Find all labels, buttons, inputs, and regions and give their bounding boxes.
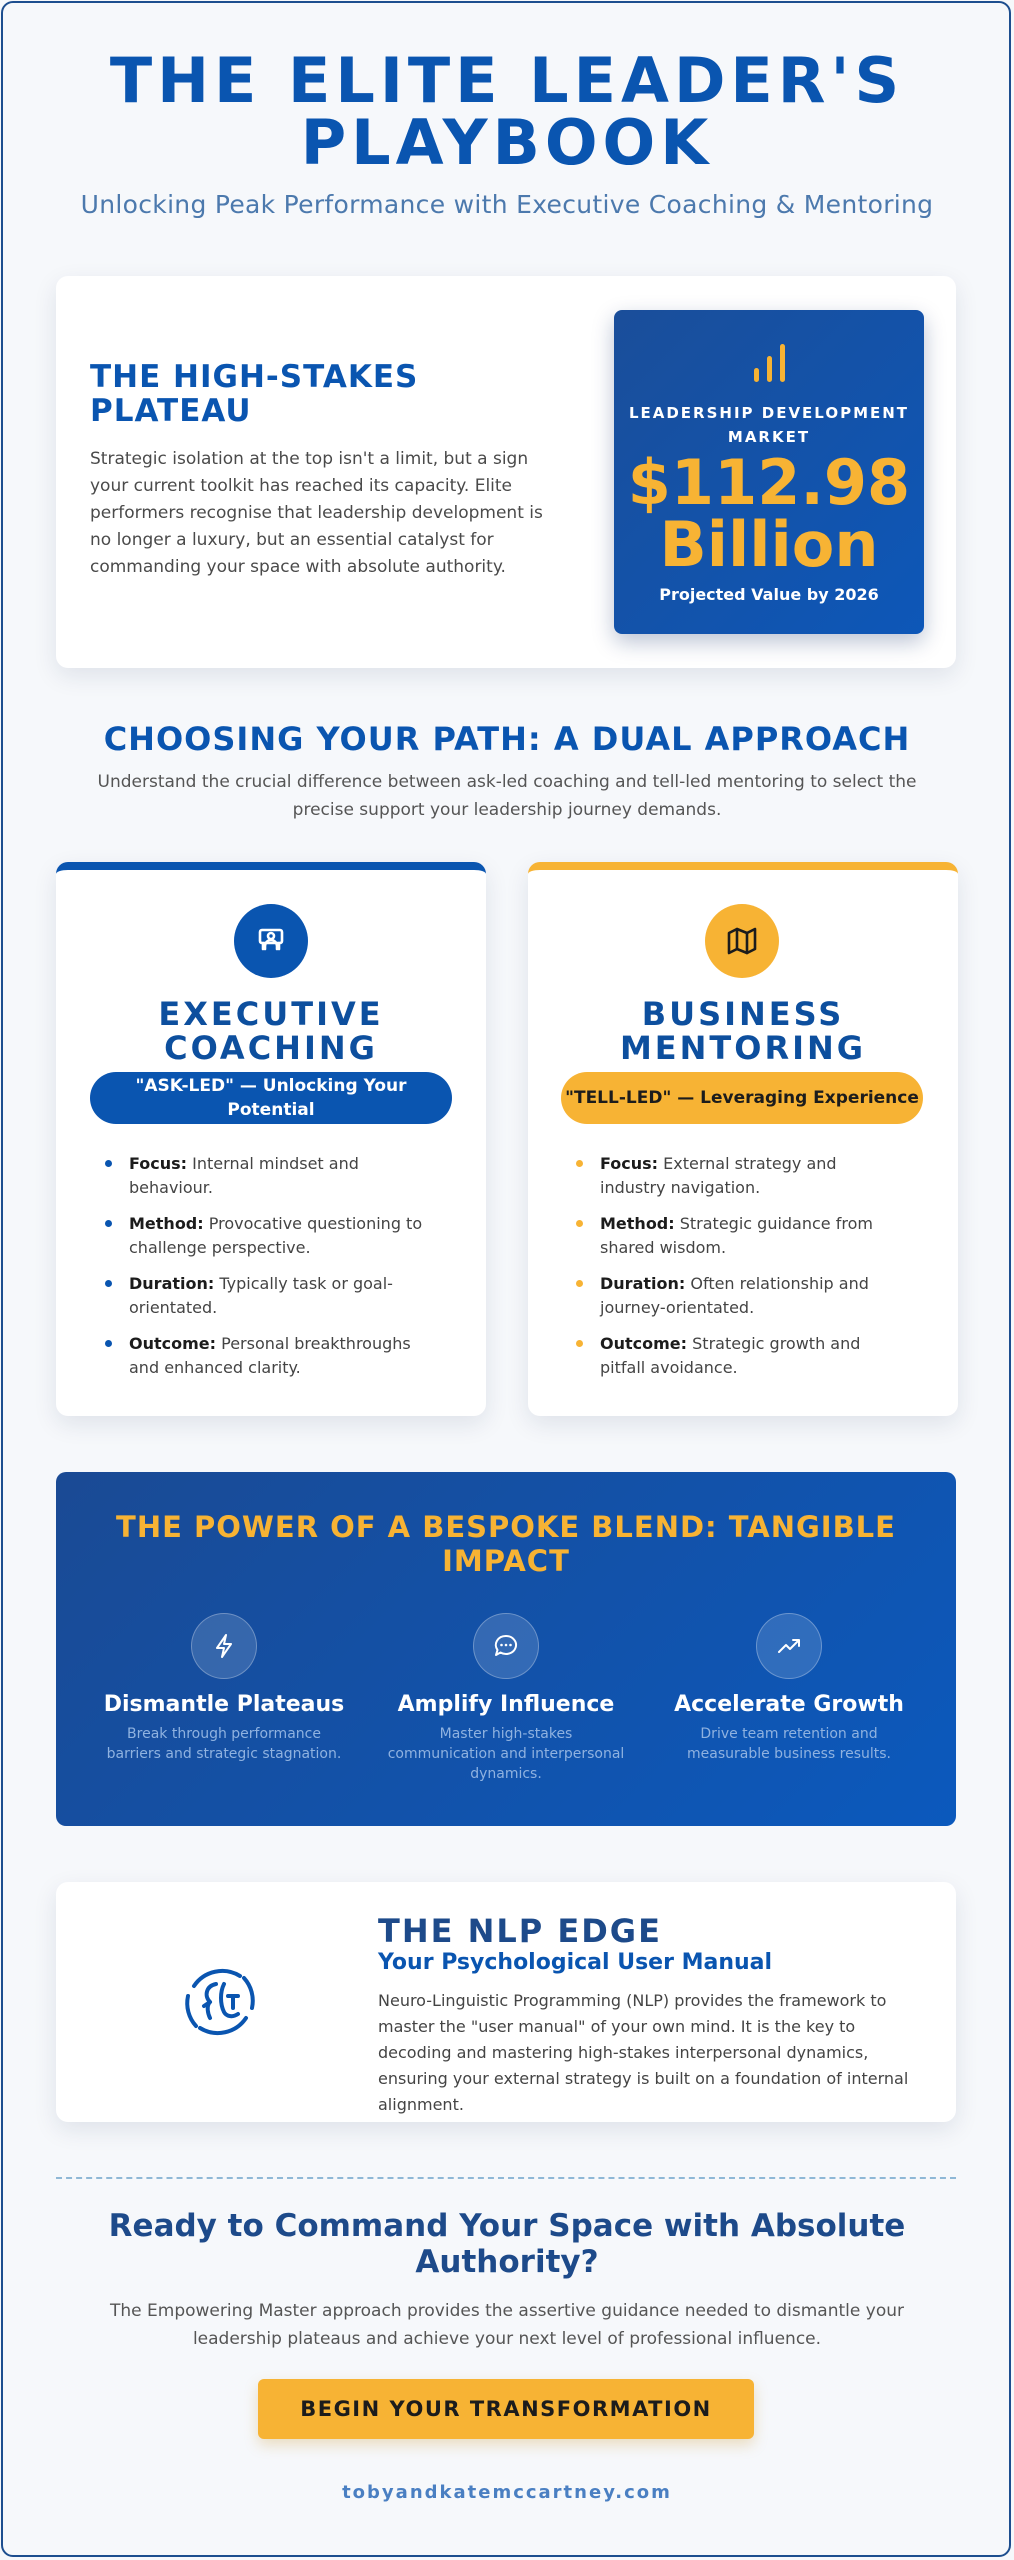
hero-subtitle: Unlocking Peak Performance with Executiv… <box>80 190 934 219</box>
path-body: Understand the crucial difference betwee… <box>97 772 917 820</box>
coaching-pill: "ASK-LED" — Unlocking Your Potential <box>90 1072 452 1124</box>
section-divider <box>56 2177 956 2179</box>
benefit-title: Accelerate Growth <box>674 1692 904 1717</box>
market-value-unit: Billion <box>659 508 879 581</box>
coaching-title-line1: EXECUTIVE <box>158 995 384 1033</box>
nlp-subheading: Your Psychological User Manual <box>378 1950 773 1975</box>
list-item: Duration: Typically task or goal-orienta… <box>105 1272 435 1320</box>
benefit-desc: Drive team retention and measurable busi… <box>687 1726 891 1762</box>
coaching-bullets: Focus: Internal mindset and behaviour. M… <box>105 1152 435 1392</box>
head-profile-icon <box>180 1962 260 2042</box>
list-item: Method: Provocative questioning to chall… <box>105 1212 435 1260</box>
begin-transformation-button[interactable]: BEGIN YOUR TRANSFORMATION <box>258 2379 754 2439</box>
map-icon <box>705 904 779 978</box>
market-value: $112.98 Billion <box>614 452 924 576</box>
presentation-icon <box>234 904 308 978</box>
path-heading: CHOOSING YOUR PATH: A DUAL APPROACH <box>103 720 911 758</box>
mentoring-bullets: Focus: External strategy and industry na… <box>576 1152 906 1392</box>
cta-body: The Empowering Master approach provides … <box>110 2301 904 2349</box>
list-item: Outcome: Strategic growth and pitfall av… <box>576 1332 906 1380</box>
nlp-body: Neuro-Linguistic Programming (NLP) provi… <box>378 1991 909 2114</box>
market-label: LEADERSHIP DEVELOPMENT MARKET <box>628 404 910 446</box>
hero-title-line1: THE ELITE LEADER'S <box>109 44 905 117</box>
plateau-heading: THE HIGH-STAKES PLATEAU <box>90 359 419 429</box>
hero-title-line2: PLAYBOOK <box>300 106 714 179</box>
cta-heading: Ready to Command Your Space with Absolut… <box>108 2208 906 2280</box>
nlp-card <box>56 1882 956 2122</box>
mentoring-title-line1: BUSINESS <box>641 995 845 1033</box>
list-item: Focus: External strategy and industry na… <box>576 1152 906 1200</box>
list-item: Focus: Internal mindset and behaviour. <box>105 1152 435 1200</box>
market-note: Projected Value by 2026 <box>659 585 879 604</box>
market-value-amount: $112.98 <box>627 446 911 519</box>
hero-title: THE ELITE LEADER'S PLAYBOOK <box>0 50 1014 174</box>
impact-heading: THE POWER OF A BESPOKE BLEND: TANGIBLE I… <box>116 1510 896 1578</box>
benefit-desc: Break through performance barriers and s… <box>106 1726 342 1762</box>
list-item: Method: Strategic guidance from shared w… <box>576 1212 906 1260</box>
list-item: Outcome: Personal breakthroughs and enha… <box>105 1332 435 1380</box>
benefit-title: Dismantle Plateaus <box>103 1692 345 1717</box>
mentoring-title-line2: MENTORING <box>619 1029 867 1067</box>
coaching-title-line2: COACHING <box>164 1029 378 1067</box>
lightning-icon <box>191 1613 257 1679</box>
trending-up-icon <box>756 1613 822 1679</box>
mentoring-title: BUSINESS MENTORING <box>528 997 958 1065</box>
benefit-desc: Master high-stakes communication and int… <box>387 1726 625 1782</box>
speech-bubble-icon <box>473 1613 539 1679</box>
mentoring-pill: "TELL-LED" — Leveraging Experience <box>561 1072 923 1124</box>
coaching-title: EXECUTIVE COACHING <box>56 997 486 1065</box>
bar-chart-icon <box>750 340 790 384</box>
nlp-heading: THE NLP EDGE <box>378 1912 662 1950</box>
website-link[interactable]: tobyandkatemccartney.com <box>342 2482 672 2503</box>
benefit-title: Amplify Influence <box>397 1692 615 1717</box>
list-item: Duration: Often relationship and journey… <box>576 1272 906 1320</box>
plateau-body: Strategic isolation at the top isn't a l… <box>90 449 543 577</box>
